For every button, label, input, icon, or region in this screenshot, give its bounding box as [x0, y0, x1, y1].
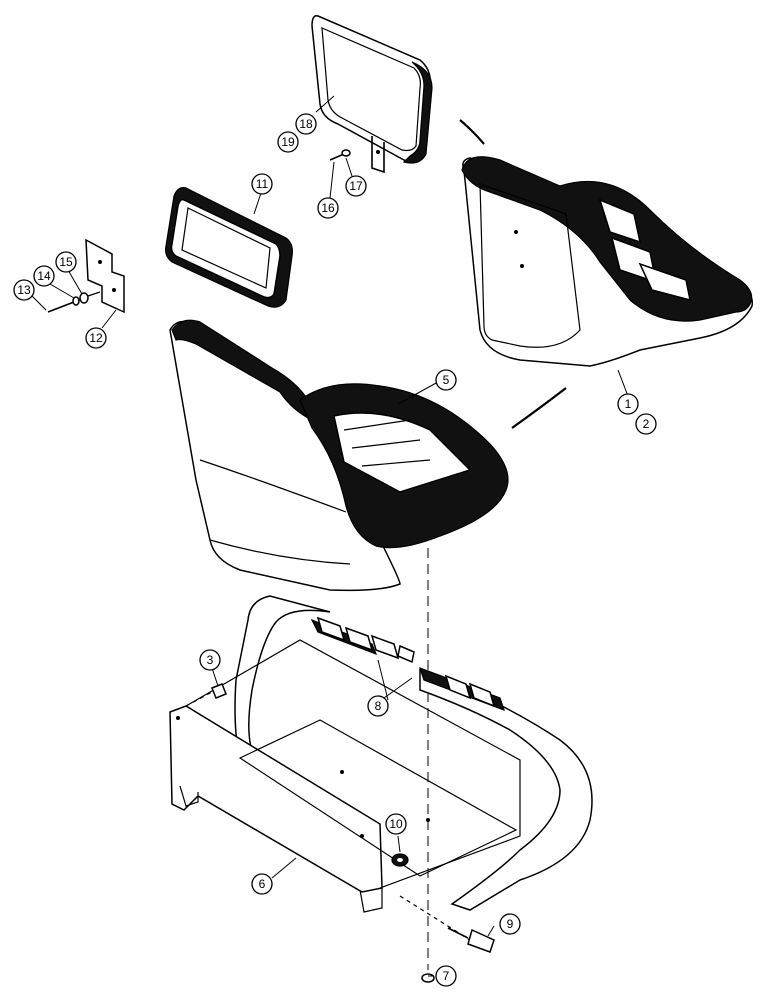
svg-text:17: 17 [349, 179, 363, 193]
callout-16: 16 [317, 197, 339, 219]
seat-5 [169, 319, 509, 592]
callout-18: 18 [295, 113, 317, 135]
bolt-16-washer-17 [329, 149, 351, 161]
callout-8: 8 [367, 695, 389, 717]
pad-11 [165, 187, 293, 308]
svg-text:1: 1 [625, 397, 632, 411]
leader-lines [31, 95, 629, 977]
bolt-9 [399, 895, 495, 953]
callout-11: 11 [251, 173, 273, 195]
bolt-13-washers [47, 291, 101, 313]
bracket-12 [85, 238, 125, 314]
callout-6: 6 [251, 873, 273, 895]
svg-text:11: 11 [256, 177, 269, 191]
callout-3: 3 [199, 649, 221, 671]
seat-base-6 [169, 639, 521, 913]
svg-text:15: 15 [59, 255, 73, 269]
svg-text:8: 8 [375, 699, 382, 713]
callout-9: 9 [499, 913, 521, 935]
callout-17: 17 [345, 175, 367, 197]
callout-2: 2 [635, 413, 657, 435]
nut-10 [391, 853, 409, 867]
callout-7: 7 [435, 965, 457, 987]
callout-19: 19 [277, 131, 299, 153]
assembly-arcs [459, 119, 567, 429]
svg-text:9: 9 [507, 917, 514, 931]
svg-text:2: 2 [643, 417, 650, 431]
screw-3 [185, 683, 227, 707]
callout-5: 5 [435, 369, 457, 391]
svg-text:14: 14 [37, 269, 51, 283]
callout-10: 10 [385, 813, 407, 835]
svg-text:12: 12 [89, 331, 103, 345]
callout-15: 15 [55, 251, 77, 273]
callout-1: 1 [617, 393, 639, 415]
svg-text:10: 10 [389, 817, 403, 831]
svg-text:18: 18 [299, 117, 313, 131]
callout-13: 13 [13, 279, 35, 301]
callout-14: 14 [33, 265, 55, 287]
svg-text:6: 6 [259, 877, 266, 891]
seat-belt-8 [234, 595, 593, 911]
svg-text:5: 5 [443, 373, 450, 387]
svg-text:19: 19 [281, 135, 295, 149]
headrest [311, 14, 433, 174]
svg-text:16: 16 [321, 201, 335, 215]
svg-text:3: 3 [207, 653, 214, 667]
seat-cushion-1-2 [461, 156, 753, 367]
svg-text:7: 7 [443, 969, 450, 983]
callout-12: 12 [85, 327, 107, 349]
nut-7 [421, 973, 435, 983]
svg-text:13: 13 [17, 283, 31, 297]
